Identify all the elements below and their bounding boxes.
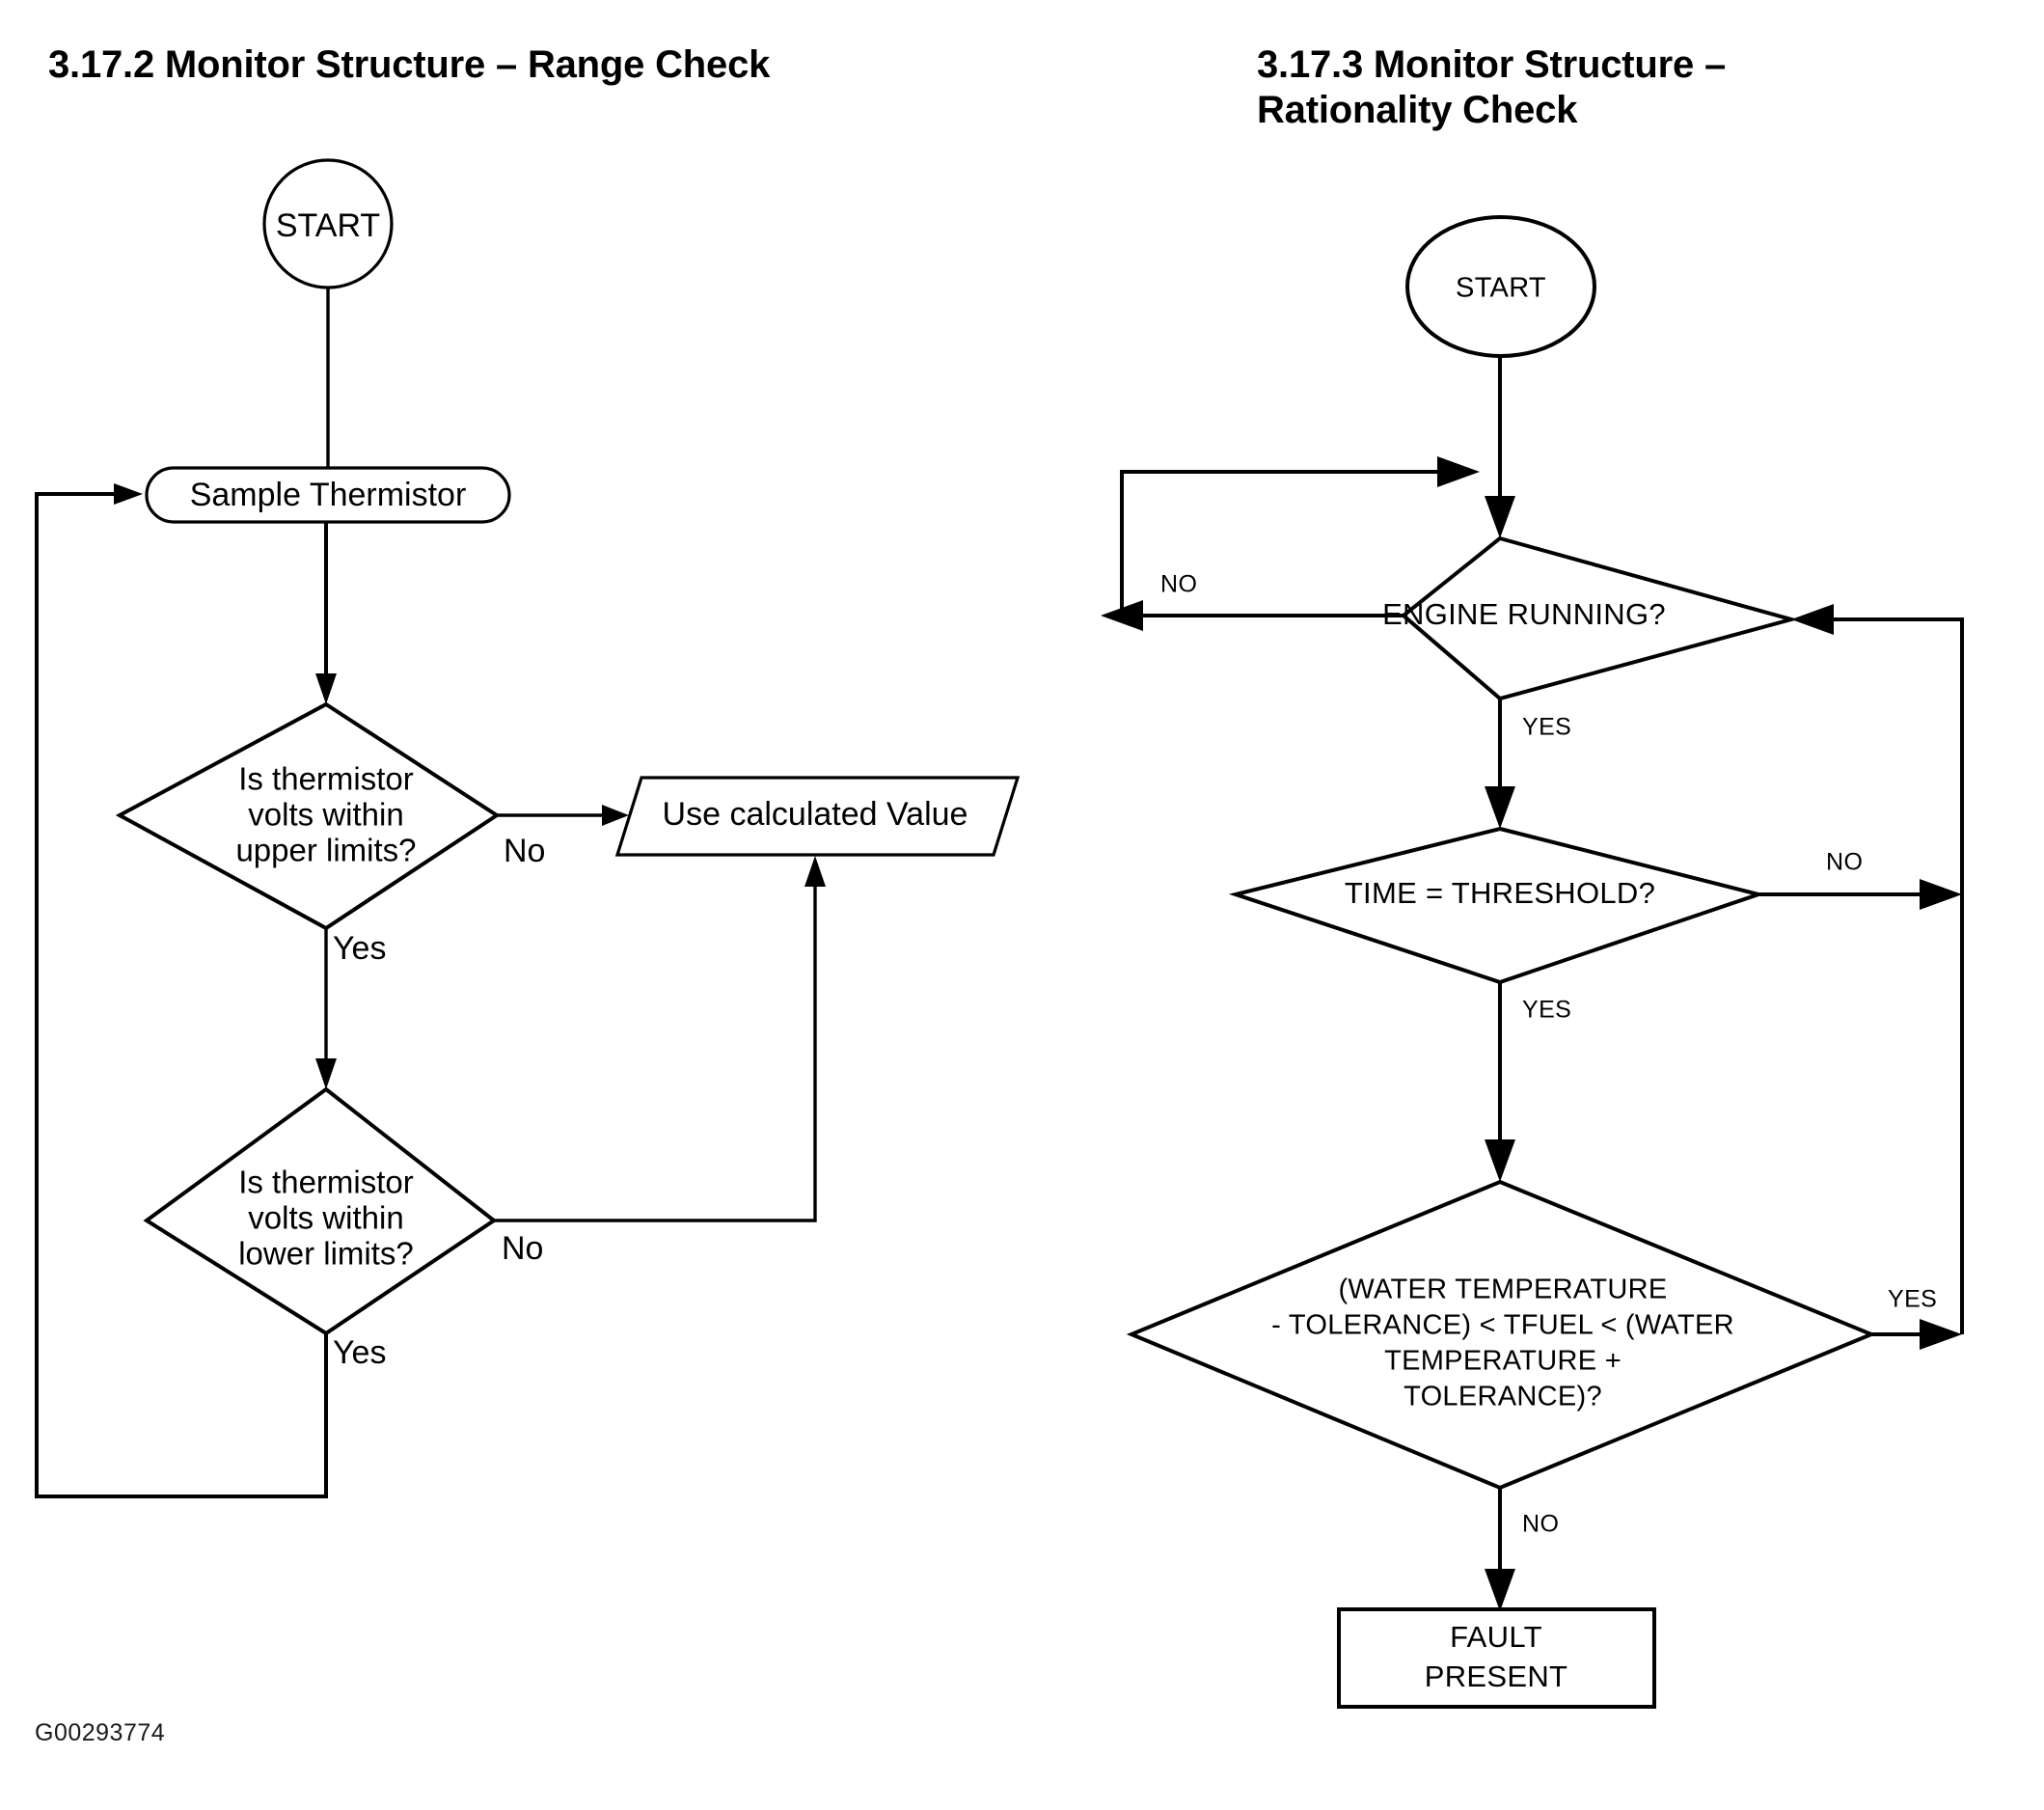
edge-label-time-no: NO [1826,849,1863,876]
node-lower-limits-line2: volts within [248,1200,403,1236]
node-time-threshold-label: TIME = THRESHOLD? [1345,876,1655,910]
node-water-temp-line4: TOLERANCE)? [1404,1382,1602,1412]
node-engine-running-label: ENGINE RUNNING? [1382,597,1666,631]
figure-reference-code: G00293774 [35,1719,166,1746]
edge-right-rail-to-engine-running [1791,604,1964,1334]
node-engine-running-decision: ENGINE RUNNING? [1382,535,1799,701]
node-upper-limits-line3: upper limits? [235,833,416,868]
node-use-calculated-value-label: Use calculated Value [663,796,968,833]
edge-label-upper-no: No [504,833,545,869]
node-water-temp-line3: TEMPERATURE + [1384,1346,1622,1377]
edge-label-engine-yes: YES [1522,714,1571,741]
node-upper-limits-decision: Is thermistor volts within upper limits? [115,701,501,931]
node-sample-thermistor: Sample Thermistor [145,466,511,524]
node-fault-present-line1: FAULT [1450,1620,1542,1654]
edge-label-engine-no: NO [1160,571,1197,598]
edge-label-upper-yes: Yes [333,930,386,967]
edge-upper-no-to-use-value [497,805,629,826]
edge-label-time-yes: YES [1522,997,1571,1024]
edge-sample-to-upper-decision [315,521,337,704]
node-fault-present-line2: PRESENT [1425,1659,1568,1693]
node-time-threshold-decision: TIME = THRESHOLD? [1228,826,1766,985]
node-water-temp-line1: (WATER TEMPERATURE [1338,1275,1667,1305]
edge-time-no-to-right-rail [1758,879,1962,910]
node-start-left-label: START [276,207,380,244]
edge-lower-yes-loopback-to-sample [35,483,328,1498]
edge-label-lower-yes: Yes [333,1334,386,1371]
edge-lower-no-to-use-value [494,856,826,1222]
node-upper-limits-line1: Is thermistor [238,761,414,797]
node-water-temp-line2: - TOLERANCE) < TFUEL < (WATER [1271,1310,1734,1341]
edge-label-water-no: NO [1522,1511,1559,1538]
node-start-right-label: START [1456,273,1546,304]
edge-water-no-to-fault [1485,1488,1515,1611]
right-flowchart-title: 3.17.3 Monitor Structure – Rationality C… [1257,43,1727,132]
node-sample-thermistor-label: Sample Thermistor [190,477,467,513]
node-lower-limits-line3: lower limits? [238,1236,414,1272]
edge-engine-no-loopback [1101,456,1480,631]
node-start-right: START [1405,215,1596,358]
left-flowchart-title: 3.17.2 Monitor Structure – Range Check [48,43,771,86]
edge-engine-yes-to-time-threshold [1485,699,1515,829]
node-use-calculated-value: Use calculated Value [614,776,1021,857]
node-lower-limits-line1: Is thermistor [238,1165,414,1200]
edge-upper-yes-to-lower-decision [315,928,337,1089]
edge-label-water-yes: YES [1888,1286,1937,1313]
edge-time-yes-to-water-temp [1485,982,1515,1182]
edge-label-lower-no: No [502,1230,543,1267]
node-water-temp-decision: (WATER TEMPERATURE - TOLERANCE) < TFUEL … [1126,1179,1877,1491]
node-upper-limits-line2: volts within [248,797,403,833]
node-start-left: START [262,158,394,289]
edge-water-yes-to-right-rail [1871,1319,1962,1350]
node-lower-limits-decision: Is thermistor volts within lower limits? [143,1086,498,1336]
node-fault-present: FAULT PRESENT [1337,1607,1656,1709]
